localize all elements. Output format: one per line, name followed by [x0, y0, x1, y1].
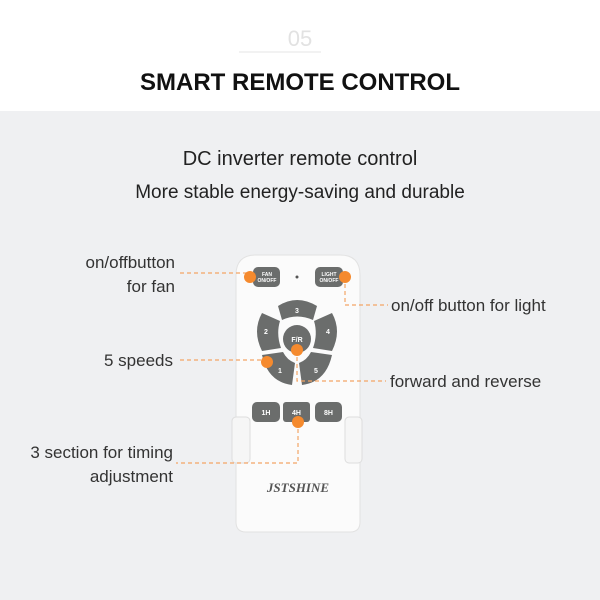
- remote-control: FAN ON/OFF LIGHT ON/OFF 3 2 4 1 5: [231, 254, 363, 533]
- fr-callout-line: [296, 350, 386, 382]
- callout-dots: [244, 271, 351, 428]
- timing-callout-label-1: 3 section for timing: [30, 443, 173, 462]
- speed-4-label: 4: [326, 329, 330, 336]
- speed-4-button[interactable]: 4: [313, 313, 337, 351]
- light-button-label: LIGHT: [322, 272, 337, 278]
- light-callout-label: on/off button for light: [391, 296, 546, 315]
- speed-5-label: 5: [314, 368, 318, 375]
- timer-4h-button[interactable]: 4H: [283, 402, 310, 422]
- timing-callout-line: [176, 422, 299, 464]
- ir-indicator: [295, 275, 299, 279]
- speed-1-label: 1: [278, 368, 282, 375]
- fan-button-label: FAN: [262, 272, 272, 278]
- fan-button-label2: ON/OFF: [258, 278, 277, 284]
- speed-3-label: 3: [295, 308, 299, 315]
- fr-callout-dot: [291, 344, 303, 356]
- speeds-callout-dot: [261, 356, 273, 368]
- page-title: SMART REMOTE CONTROL: [140, 69, 460, 96]
- fr-callout-label: forward and reverse: [390, 372, 541, 391]
- speed-2-button[interactable]: 2: [257, 313, 281, 351]
- timer-1h-button[interactable]: 1H: [252, 402, 280, 422]
- clip-left: [231, 416, 251, 464]
- light-callout-line: [344, 277, 388, 306]
- section-number: 05: [288, 26, 312, 51]
- header-band: [0, 0, 600, 111]
- timing-callout-dot: [292, 416, 304, 428]
- clip-right: [344, 416, 363, 464]
- speed-2-label: 2: [264, 329, 268, 336]
- timer-4h-label: 4H: [292, 410, 301, 417]
- brand-logo: JSTSHINE: [266, 480, 329, 495]
- speed-5-button[interactable]: 5: [299, 352, 332, 385]
- light-button-label2: ON/OFF: [320, 278, 339, 284]
- timing-callout-label-2: adjustment: [90, 467, 173, 486]
- fan-callout-label-1: on/offbutton: [86, 253, 176, 272]
- fan-callout-dot: [244, 271, 256, 283]
- timer-8h-label: 8H: [324, 410, 333, 417]
- timer-8h-button[interactable]: 8H: [315, 402, 342, 422]
- speed-3-button[interactable]: 3: [278, 300, 317, 320]
- fan-callout-label-2: for fan: [127, 277, 175, 296]
- light-callout-dot: [339, 271, 351, 283]
- light-onoff-button[interactable]: LIGHT ON/OFF: [315, 267, 343, 287]
- fan-onoff-button[interactable]: FAN ON/OFF: [253, 267, 280, 287]
- forward-reverse-button[interactable]: F/R: [283, 325, 311, 353]
- speeds-callout-label: 5 speeds: [104, 351, 173, 370]
- subtitle-line2: More stable energy-saving and durable: [135, 182, 465, 203]
- fr-label: F/R: [291, 337, 302, 344]
- timer-1h-label: 1H: [262, 410, 271, 417]
- subtitle-line1: DC inverter remote control: [183, 148, 418, 170]
